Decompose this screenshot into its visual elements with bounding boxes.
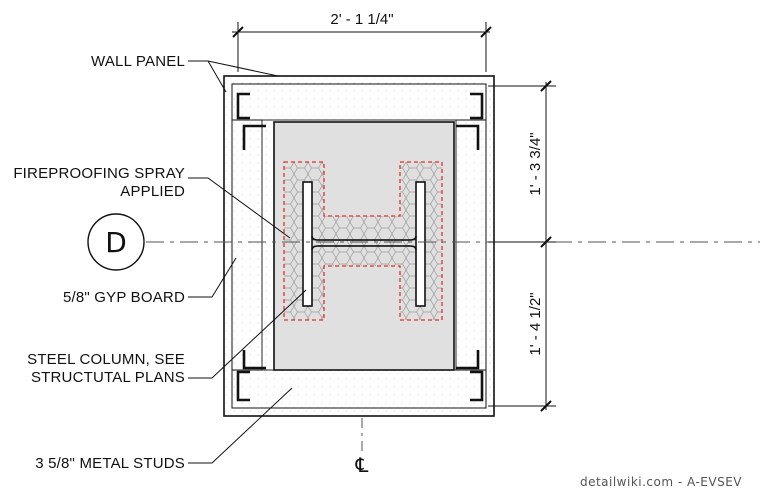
leader-fireproofing — [188, 177, 291, 239]
dimension-right-upper-label: 1' - 3 3/4" — [527, 132, 544, 195]
callout-steel-column-line1: STEEL COLUMN, SEE — [27, 351, 185, 368]
dimension-top — [232, 22, 492, 72]
gyp-board — [231, 83, 487, 409]
dimension-top-label: 2' - 1 1/4" — [330, 11, 393, 28]
dimension-right-lower-label: 1' - 4 1/2" — [527, 292, 544, 355]
dimension-right — [488, 80, 556, 412]
grid-tag: D — [105, 226, 127, 259]
callout-metal-studs: 3 5/8" METAL STUDS — [35, 455, 185, 472]
callout-fireproofing-line1: FIREPROOFING SPRAY — [13, 165, 185, 182]
callout-gyp-board: 5/8" GYP BOARD — [63, 289, 185, 306]
leader-wall-panel — [188, 60, 279, 93]
callout-wall-panel: WALL PANEL — [91, 53, 185, 70]
centerline-symbol: ℄ — [355, 453, 369, 477]
callout-fireproofing-line2: APPLIED — [120, 183, 185, 200]
callout-steel-column-line2: STRUCTUTAL PLANS — [31, 369, 185, 386]
leader-steel-column — [188, 289, 307, 379]
leader-metal-studs — [188, 387, 293, 464]
fireproofing-spray — [283, 161, 443, 321]
leader-gyp-board — [188, 257, 237, 298]
steel-column — [302, 181, 426, 307]
credit-text: detailwiki.com - A-EVSEV — [580, 475, 742, 489]
metal-studs — [236, 92, 484, 402]
grid-bubble: D — [87, 213, 145, 271]
